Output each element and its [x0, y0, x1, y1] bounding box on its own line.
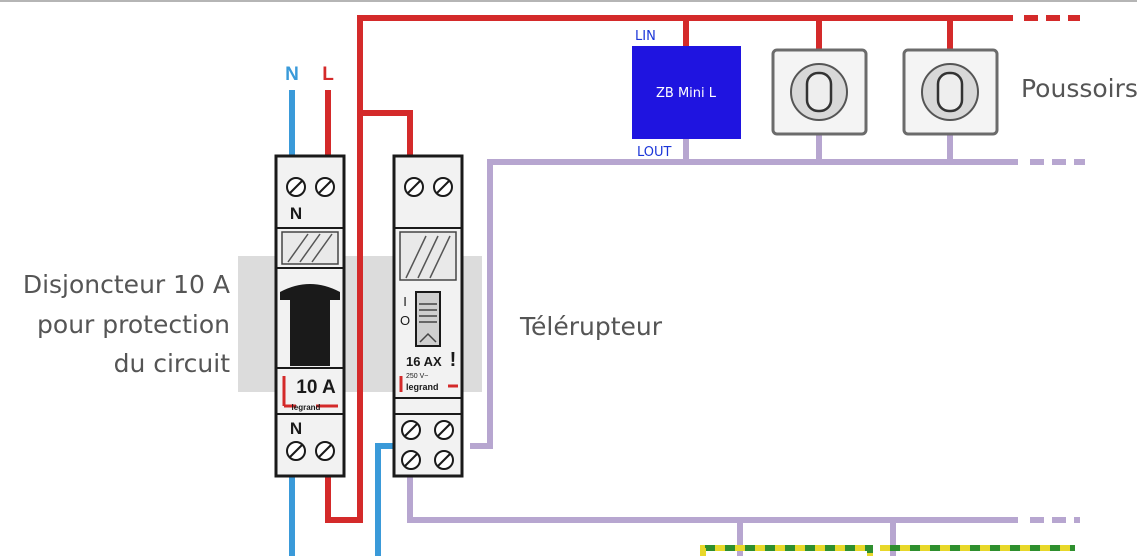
earth-wires	[700, 545, 1075, 556]
breaker-top-terminal-label: N	[290, 204, 302, 223]
relay-bottom-screws	[401, 420, 454, 470]
breaker-window	[281, 231, 339, 265]
pushbuttons-title: Poussoirs	[1021, 74, 1137, 103]
breaker-top-screws	[286, 177, 335, 197]
breaker-rating: 10 A	[296, 377, 336, 398]
relay-top-screws	[404, 177, 453, 197]
relay-manual-switch	[415, 291, 441, 347]
breaker-bottom-screws	[286, 441, 335, 461]
zb-module-label: ZB Mini L	[656, 86, 717, 101]
relay-switch-on: I	[403, 294, 407, 309]
zb-mini-module	[632, 46, 741, 139]
pushbutton-1[interactable]	[771, 48, 868, 136]
lout-label: LOUT	[637, 145, 672, 160]
breaker-title-line2: pour protection	[37, 310, 230, 339]
breaker-lever	[280, 284, 340, 366]
relay-window	[399, 231, 457, 281]
relay-rating: 16 AX	[406, 354, 442, 369]
line-label: L	[322, 64, 334, 85]
relay-voltage: 250 V~	[406, 373, 428, 380]
relay-brand: legrand	[406, 382, 439, 392]
neutral-wires	[289, 90, 396, 556]
breaker-brand: legrand	[292, 403, 321, 412]
switched-wires	[407, 134, 1085, 556]
neutral-label: N	[285, 64, 299, 85]
pushbutton-2[interactable]	[902, 48, 999, 136]
circuit-breaker	[274, 154, 346, 478]
breaker-title-line3: du circuit	[114, 349, 231, 378]
lin-label: LIN	[635, 29, 656, 44]
breaker-bottom-terminal-label: N	[290, 419, 302, 438]
relay-title: Télérupteur	[519, 312, 663, 341]
impulse-relay	[392, 154, 464, 478]
relay-switch-off: O	[400, 313, 410, 328]
relay-indicator: !	[450, 349, 457, 371]
breaker-title-line1: Disjoncteur 10 A	[23, 270, 230, 299]
